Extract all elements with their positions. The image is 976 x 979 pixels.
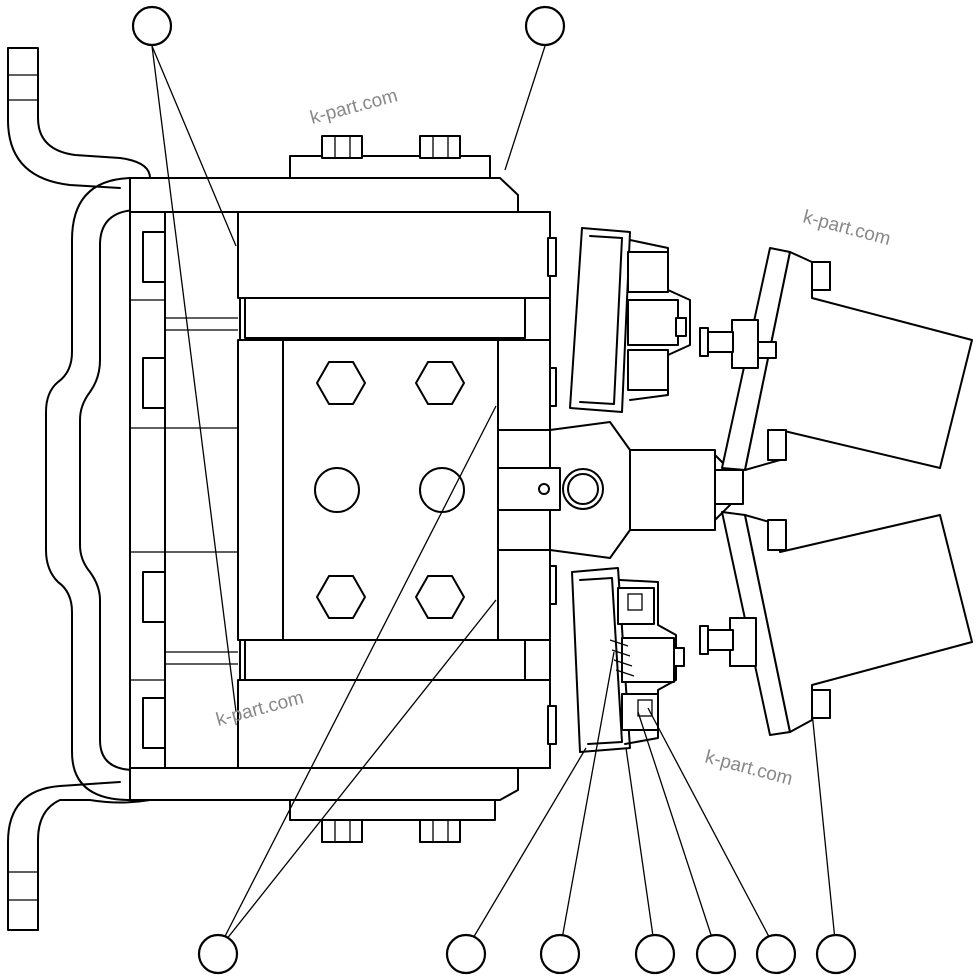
leader-lines [151,45,837,951]
callout-6 [634,933,676,975]
callout-7 [695,933,737,975]
upper-housing [699,247,973,471]
bottom-pad-assembly [571,567,685,753]
center-mount [497,421,744,559]
top-pad-assembly [569,227,691,413]
brake-line [7,47,161,931]
lower-housing [699,511,973,736]
callout-2 [524,5,566,47]
watermark: k-part.com [703,747,795,791]
callout-8 [755,933,797,975]
callout-4 [445,933,487,975]
caliper-body [129,135,557,843]
callout-1 [131,5,173,47]
callout-5 [539,933,581,975]
callout-3 [197,933,239,975]
watermark: k-part.com [801,207,893,251]
callouts [131,5,857,975]
watermark: k-part.com [308,85,400,129]
callout-9 [815,933,857,975]
